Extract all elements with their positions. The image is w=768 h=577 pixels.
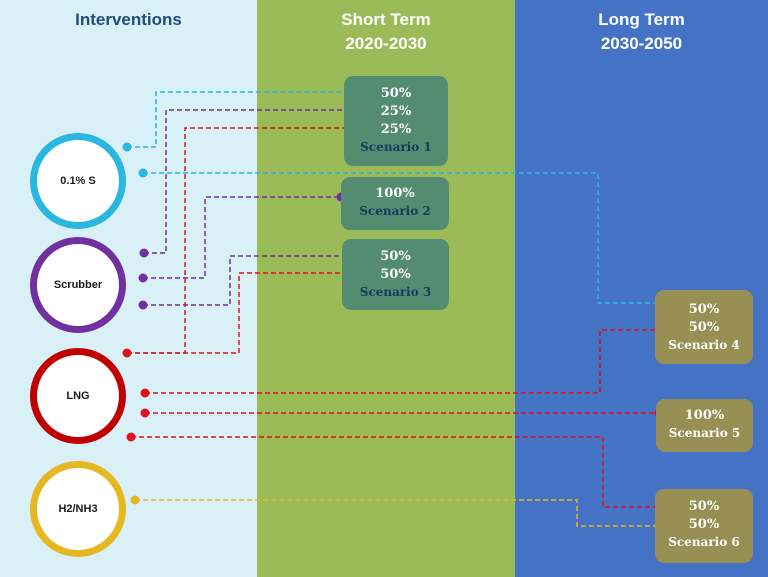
link-scrubber-scenario-2	[143, 196, 341, 279]
short-term-years: 2020-2030	[345, 34, 427, 53]
link-lng-scenario-4	[145, 329, 659, 394]
interventions-header: Interventions	[0, 8, 257, 32]
connector-dot	[138, 168, 148, 178]
scenario-share: 50%	[380, 86, 412, 101]
link-h2-nh3-scenario-6	[135, 499, 659, 527]
scenario-share: 100%	[375, 186, 415, 201]
connector-dot	[138, 300, 148, 310]
intervention-label: H2/NH3	[58, 503, 98, 515]
scenario-3-box: 50% 50% Scenario 3	[342, 239, 449, 310]
long-term-years: 2030-2050	[600, 34, 683, 53]
scenario-share: 50%	[380, 267, 411, 282]
scenario-name: Scenario 6	[668, 535, 740, 549]
scenario-name: Scenario 4	[668, 338, 740, 352]
scenario-share: 50%	[380, 249, 411, 264]
interventions-title: Interventions	[75, 10, 182, 29]
intervention-label: LNG	[66, 390, 90, 402]
scenario-6-box: 50% 50% Scenario 6	[655, 489, 753, 563]
scenario-4-box: 50% 50% Scenario 4	[655, 290, 753, 364]
scenario-share: 50%	[688, 499, 720, 514]
scenario-name: Scenario 1	[360, 140, 432, 154]
scenario-share: 100%	[684, 408, 725, 423]
connector-dot	[138, 273, 148, 283]
scenario-2-box: 100% Scenario 2	[341, 177, 449, 230]
scenario-name: Scenario 5	[668, 426, 741, 440]
scenario-1-box: 50% 25% 25% Scenario 1	[344, 76, 448, 166]
connector-dot	[122, 142, 132, 152]
scenario-name: Scenario 3	[359, 285, 432, 299]
connector-dot	[140, 408, 150, 418]
long-term-column	[515, 0, 768, 577]
connector-dot	[126, 432, 136, 442]
scenario-share: 50%	[688, 302, 720, 317]
intervention-label: Scrubber	[53, 279, 103, 291]
link-scrubber-scenario-1	[144, 109, 355, 254]
intervention-low-sulfur: 0.1% S	[30, 133, 126, 229]
intervention-scrubber: Scrubber	[30, 237, 126, 333]
scenario-share: 50%	[688, 517, 720, 532]
link-scrubber-scenario-3	[143, 255, 349, 306]
link-lng-scenario-3	[127, 272, 349, 354]
long-term-header: Long Term 2030-2050	[515, 8, 768, 56]
intervention-label: 0.1% S	[60, 175, 96, 187]
link-low-sulfur-scenario-4	[143, 172, 659, 304]
link-lng-scenario-1	[127, 127, 355, 354]
connector-dot	[140, 388, 150, 398]
connector-dot	[130, 495, 140, 505]
link-low-sulfur-scenario-1	[127, 91, 355, 148]
scenario-name: Scenario 2	[359, 204, 431, 218]
link-lng-scenario-6	[131, 436, 659, 508]
intervention-h2-nh3: H2/NH3	[30, 461, 126, 557]
short-term-header: Short Term 2020-2030	[257, 8, 515, 56]
scenario-5-box: 100% Scenario 5	[656, 399, 753, 452]
scenario-share: 25%	[380, 122, 412, 137]
scenario-share: 25%	[380, 104, 412, 119]
connector-dot	[139, 248, 149, 258]
short-term-title: Short Term	[341, 10, 431, 29]
scenario-share: 50%	[688, 320, 720, 335]
long-term-title: Long Term	[598, 10, 685, 29]
intervention-lng: LNG	[30, 348, 126, 444]
